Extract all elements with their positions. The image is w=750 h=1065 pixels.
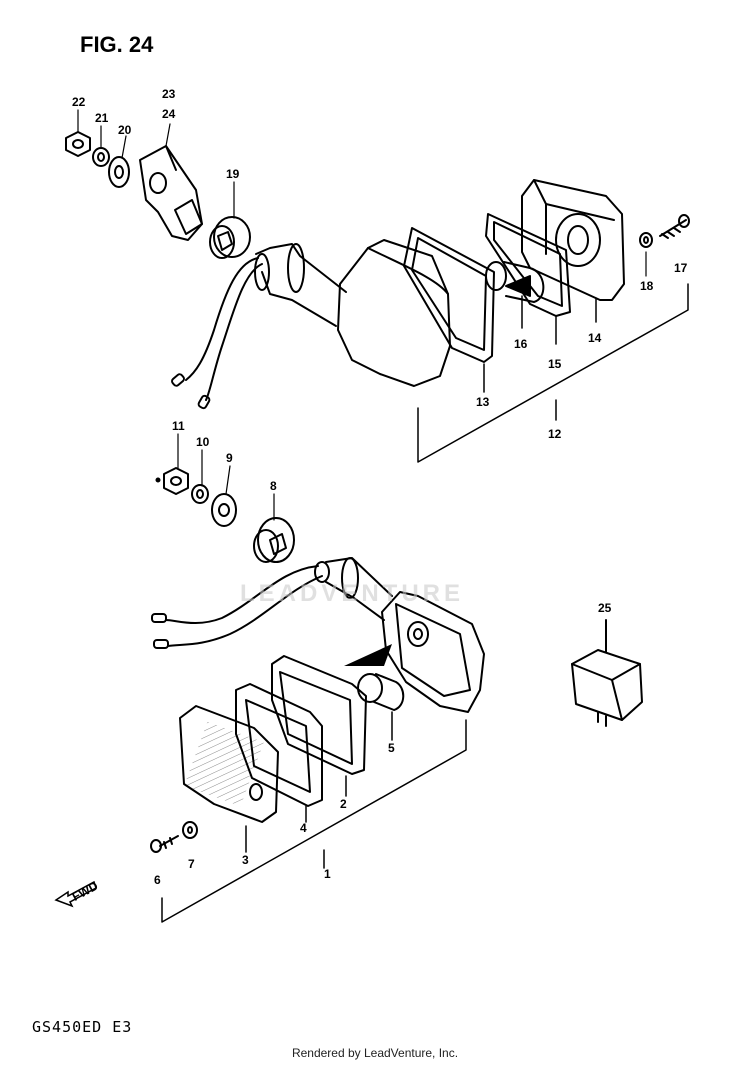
callout-4: 4: [300, 821, 307, 835]
part-11-nut: [163, 467, 189, 495]
fwd-label: FWD: [70, 879, 101, 904]
part-5-bulb: [344, 644, 405, 711]
callout-8: 8: [270, 479, 277, 493]
forward-direction-marker: FWD: [54, 879, 101, 908]
callout-7: 7: [188, 857, 195, 871]
part-9-washer: [211, 493, 237, 527]
callout-6: 6: [154, 873, 161, 887]
callout-1: 1: [324, 867, 331, 881]
assembly-bracket-12: [417, 283, 689, 463]
lower-wire-harness: [151, 565, 323, 649]
part-8-grommet: [253, 517, 295, 563]
callout-22: 22: [72, 95, 86, 109]
callout-9: 9: [226, 451, 233, 465]
model-code: GS450ED E3: [32, 1018, 133, 1036]
part-14-lens: [521, 179, 625, 301]
callout-16: 16: [514, 337, 528, 351]
callout-5: 5: [388, 741, 395, 755]
callout-14: 14: [588, 331, 602, 345]
callout-15: 15: [548, 357, 562, 371]
part-13-gasket: [403, 227, 495, 363]
callout-20: 20: [118, 123, 132, 137]
part-21-lock-washer: [92, 147, 110, 167]
figure-title: FIG. 24: [80, 32, 154, 57]
part-2-gasket: [271, 655, 367, 775]
part-18-nut: [639, 232, 653, 248]
callout-24: 24: [162, 107, 176, 121]
part-23-24-bracket: [139, 145, 203, 241]
part-22-nut: [65, 131, 91, 157]
part-7-nut: [182, 821, 198, 839]
callout-12: 12: [548, 427, 562, 441]
callout-3: 3: [242, 853, 249, 867]
assembly-bracket-1: [161, 711, 467, 923]
watermark: LEADVENTURE: [240, 580, 465, 607]
part-10-lock-washer: [191, 484, 209, 504]
leader-lines: [77, 109, 647, 521]
upper-wire-harness: [171, 257, 263, 410]
part-17-screw: [659, 214, 690, 239]
callout-18: 18: [640, 279, 654, 293]
part-6-screw: [150, 835, 179, 853]
part-3-lens: [179, 705, 279, 823]
render-credit: Rendered by LeadVenture, Inc.: [291, 1046, 459, 1060]
callout-labels: 1 2 3 4 5 6 7 8 9 10 11 12 13 14 15 16 1…: [72, 87, 688, 887]
part-20-washer: [108, 156, 130, 188]
callout-13: 13: [476, 395, 490, 409]
callout-23: 23: [162, 87, 176, 101]
part-19-grommet: [209, 216, 251, 259]
callout-19: 19: [226, 167, 240, 181]
callout-17: 17: [674, 261, 688, 275]
upper-signal-body: [254, 239, 451, 387]
callout-25: 25: [598, 601, 612, 615]
lower-signal-body: [314, 557, 485, 713]
part-25-relay: [571, 619, 643, 727]
callout-11: 11: [172, 419, 185, 433]
callout-21: 21: [95, 111, 109, 125]
callout-10: 10: [196, 435, 210, 449]
callout-2: 2: [340, 797, 347, 811]
